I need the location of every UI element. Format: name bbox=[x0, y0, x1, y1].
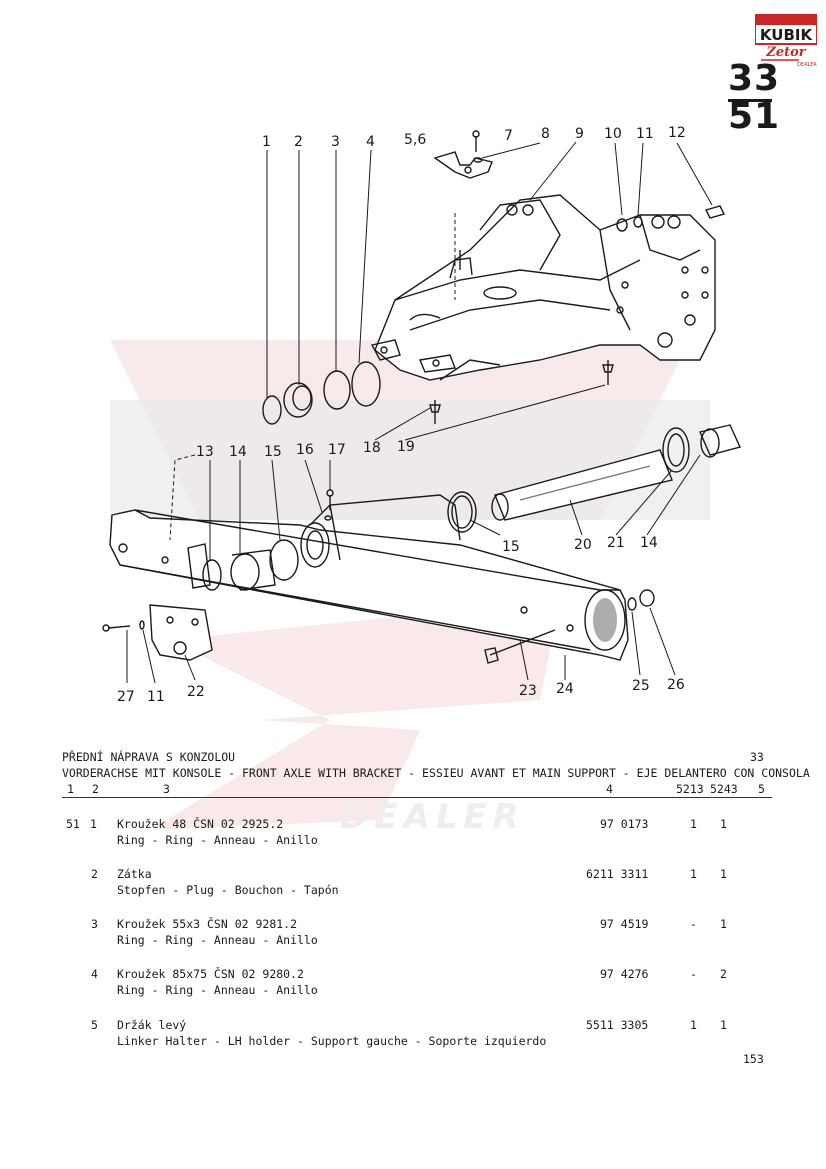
callout-3: 3 bbox=[331, 134, 340, 150]
column-header-5243: 5243 bbox=[710, 782, 738, 796]
row-part-description: Ring - Ring - Anneau - Anillo bbox=[117, 833, 318, 847]
callout-18: 18 bbox=[363, 440, 381, 456]
callout-5-6: 5,6 bbox=[404, 132, 427, 148]
callout-24: 24 bbox=[556, 681, 574, 697]
callout-4: 4 bbox=[366, 134, 375, 150]
row-qty-5243: 1 bbox=[720, 867, 727, 881]
group-code: 33 bbox=[750, 750, 764, 764]
column-header-1: 1 bbox=[67, 782, 74, 796]
row-position: 1 bbox=[90, 817, 97, 831]
column-header-4: 4 bbox=[606, 782, 613, 796]
svg-text:DEALER: DEALER bbox=[340, 797, 525, 837]
row-position: 3 bbox=[91, 917, 98, 931]
row-part-description: Ring - Ring - Anneau - Anillo bbox=[117, 983, 318, 997]
row-part-number: 97 4276 bbox=[600, 967, 649, 981]
callout-7: 7 bbox=[504, 128, 513, 144]
row-part-number: 97 4519 bbox=[600, 917, 649, 931]
callout-1: 1 bbox=[262, 134, 271, 150]
callout-22: 22 bbox=[187, 684, 205, 700]
callout-14: 14 bbox=[229, 444, 247, 460]
front-axle-exploded-drawing bbox=[102, 130, 741, 684]
callout-9: 9 bbox=[575, 126, 584, 142]
callout-23: 23 bbox=[519, 683, 537, 699]
callout-8: 8 bbox=[541, 126, 550, 142]
callout-12: 12 bbox=[668, 125, 686, 141]
section-subtitle: VORDERACHSE MIT KONSOLE - FRONT AXLE WIT… bbox=[62, 766, 810, 780]
front-axle-bracket bbox=[370, 194, 716, 381]
callout-10: 10 bbox=[604, 126, 622, 142]
kubik-zetor-logo: KUBIK Zetor DEALER bbox=[755, 14, 817, 68]
callout-17: 17 bbox=[328, 442, 346, 458]
callout-26: 26 bbox=[667, 677, 685, 693]
callout-16: 16 bbox=[296, 442, 314, 458]
svg-text:KUBIK: KUBIK bbox=[760, 26, 814, 44]
row-part-name: Zátka bbox=[117, 867, 152, 881]
row-qty-5213: 1 bbox=[690, 1018, 697, 1032]
row-position: 4 bbox=[91, 967, 98, 981]
group-number-divider bbox=[728, 99, 772, 102]
callout-15-right: 15 bbox=[502, 539, 520, 555]
callout-27: 27 bbox=[117, 689, 135, 705]
row-qty-5243: 2 bbox=[720, 967, 727, 981]
row-qty-5243: 1 bbox=[720, 817, 727, 831]
section-title: PŘEDNÍ NÁPRAVA S KONZOLOU bbox=[62, 750, 236, 764]
row-part-name: Kroužek 85x75 ČSN 02 9280.2 bbox=[117, 967, 304, 981]
column-header-3: 3 bbox=[163, 782, 170, 796]
callout-20: 20 bbox=[574, 537, 592, 553]
row-qty-5243: 1 bbox=[720, 917, 727, 931]
row-qty-5243: 1 bbox=[720, 1018, 727, 1032]
callout-19: 19 bbox=[397, 439, 415, 455]
row-position: 2 bbox=[91, 867, 98, 881]
row-part-description: Linker Halter - LH holder - Support gauc… bbox=[117, 1034, 547, 1048]
row-part-name: Držák levý bbox=[117, 1018, 187, 1032]
row-part-number: 97 0173 bbox=[600, 817, 649, 831]
row-qty-5213: 1 bbox=[690, 867, 697, 881]
row-group: 51 bbox=[66, 817, 80, 831]
svg-text:Zetor: Zetor bbox=[765, 45, 806, 60]
page-number: 153 bbox=[743, 1052, 764, 1066]
row-part-number: 6211 3311 bbox=[586, 867, 649, 881]
callout-2: 2 bbox=[294, 134, 303, 150]
row-part-name: Kroužek 55x3 ČSN 02 9281.2 bbox=[117, 917, 298, 931]
row-qty-5213: - bbox=[690, 967, 697, 981]
column-header-2: 2 bbox=[92, 782, 99, 796]
column-header-5: 5 bbox=[758, 782, 765, 796]
row-part-number: 5511 3305 bbox=[586, 1018, 649, 1032]
callout-11: 11 bbox=[636, 126, 654, 142]
header-rule bbox=[62, 797, 772, 798]
row-part-description: Stopfen - Plug - Bouchon - Tapón bbox=[117, 883, 339, 897]
svg-text:DEALER: DEALER bbox=[797, 62, 817, 68]
row-part-description: Ring - Ring - Anneau - Anillo bbox=[117, 933, 318, 947]
column-header-5213: 5213 bbox=[676, 782, 704, 796]
callout-14-right: 14 bbox=[640, 535, 658, 551]
row-part-name: Kroužek 48 ČSN 02 2925.2 bbox=[117, 817, 284, 831]
callout-21: 21 bbox=[607, 535, 625, 551]
row-qty-5213: 1 bbox=[690, 817, 697, 831]
callout-25: 25 bbox=[632, 678, 650, 694]
callout-15: 15 bbox=[264, 444, 282, 460]
callout-11-bottom: 11 bbox=[147, 689, 165, 705]
callout-13: 13 bbox=[196, 444, 214, 460]
row-position: 5 bbox=[91, 1018, 98, 1032]
row-qty-5213: - bbox=[690, 917, 697, 931]
